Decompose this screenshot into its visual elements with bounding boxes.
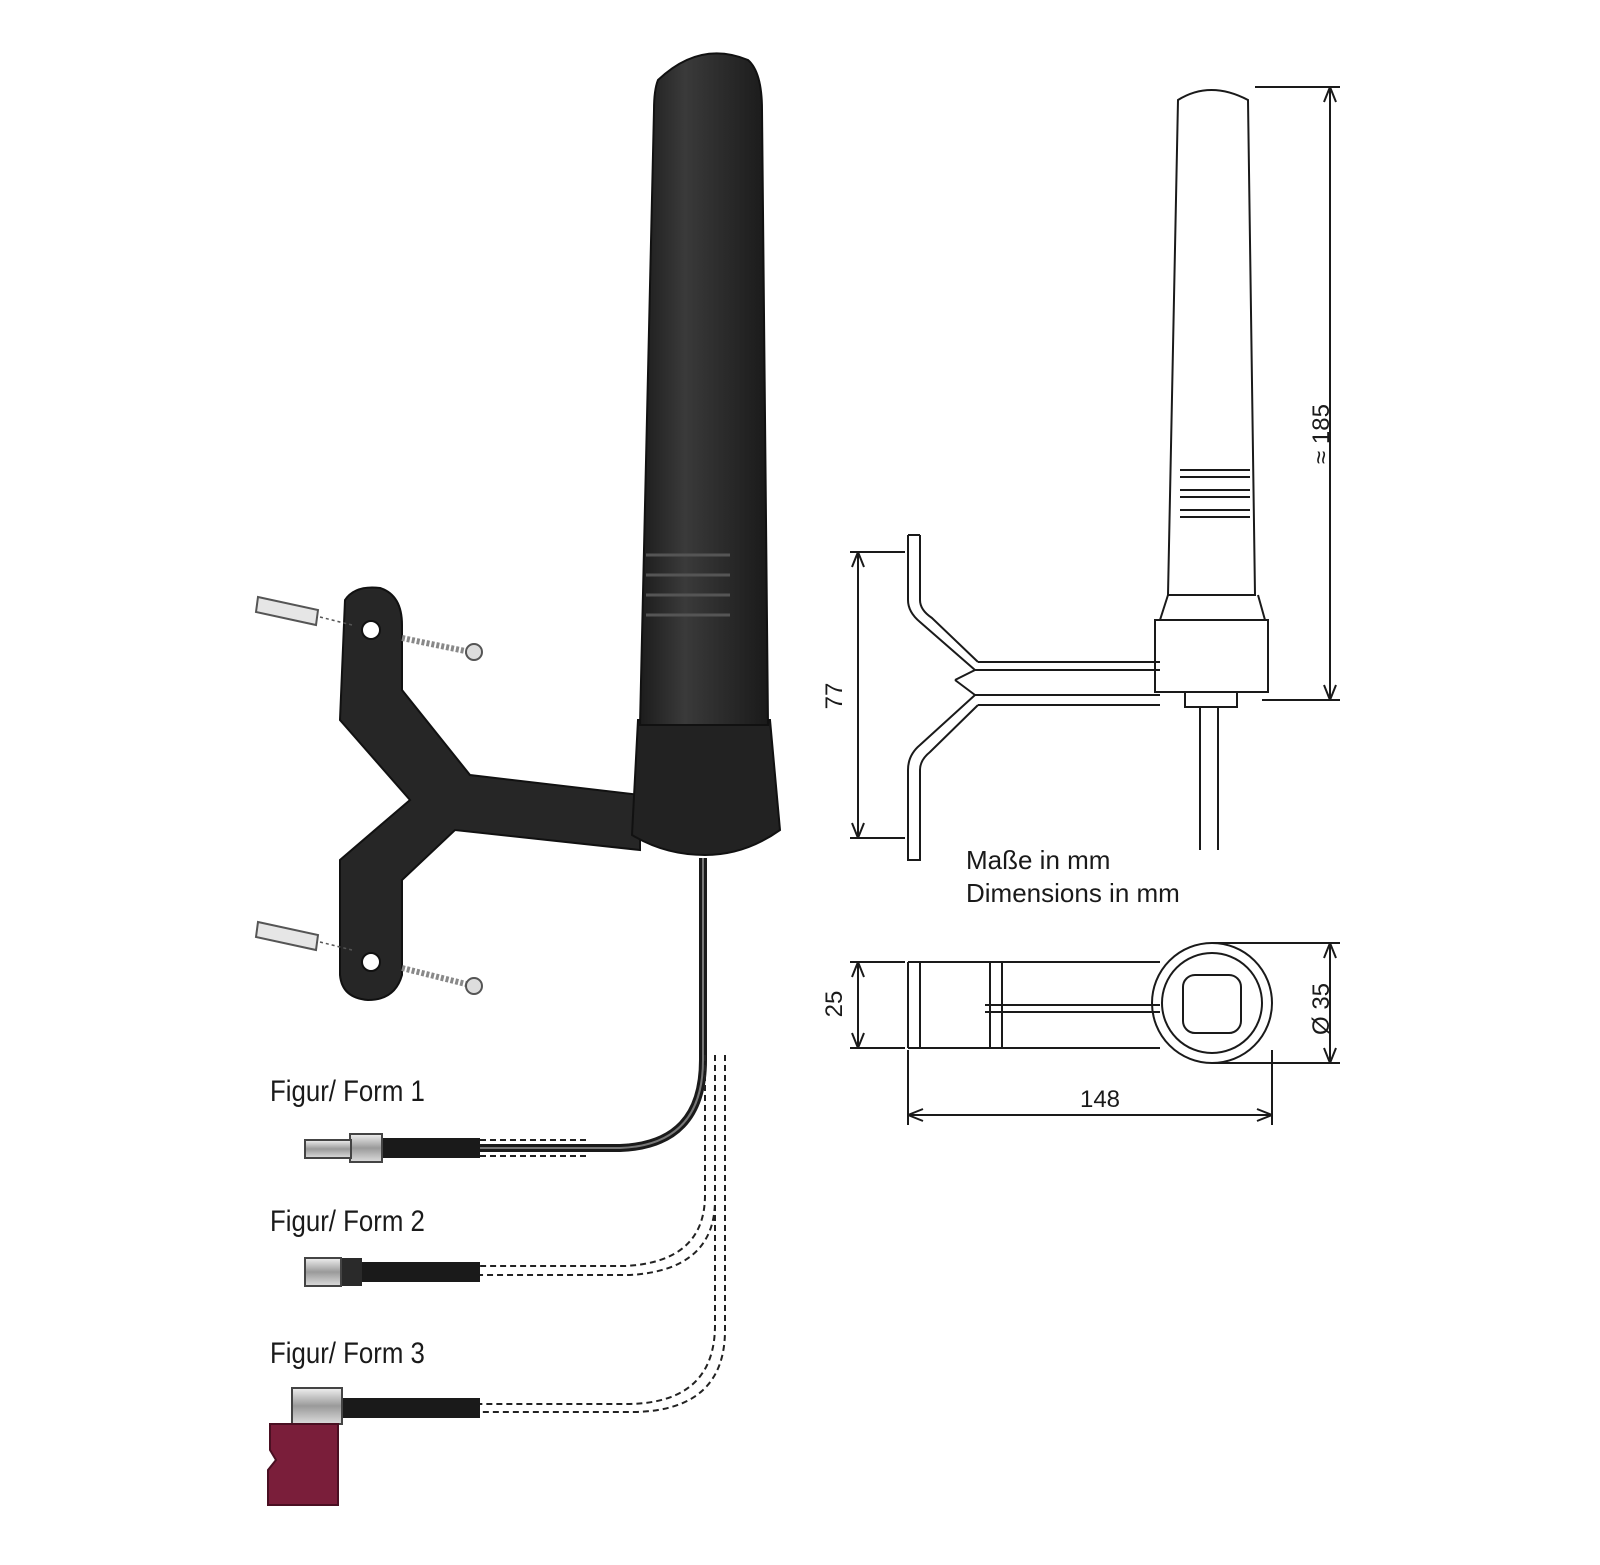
connector-form-1 xyxy=(304,1133,480,1163)
dim-diameter-label: Ø 35 xyxy=(1308,982,1335,1036)
antenna-radome xyxy=(638,52,770,726)
dim-bracket-height-label: 77 xyxy=(821,682,848,710)
antenna-illustration xyxy=(254,52,782,1506)
mounting-bracket xyxy=(338,586,641,1002)
side-view-drawing xyxy=(850,86,1340,861)
screw-top xyxy=(401,635,483,661)
cable-alternatives xyxy=(480,1055,726,1413)
dowel-top xyxy=(254,595,353,627)
top-view-drawing xyxy=(850,942,1340,1125)
form-3-label: Figur/ Form 3 xyxy=(270,1337,425,1370)
antenna-base xyxy=(630,719,782,857)
dim-length-label: 148 xyxy=(1079,1086,1121,1113)
dim-depth-label: 25 xyxy=(821,990,848,1018)
form-2-label: Figur/ Form 2 xyxy=(270,1205,425,1238)
bracket-hole-top xyxy=(361,620,381,640)
bracket-hole-bottom xyxy=(361,952,381,972)
units-note-en: Dimensions in mm xyxy=(966,878,1180,908)
form-1-label: Figur/ Form 1 xyxy=(270,1075,425,1108)
dowel-bottom xyxy=(254,920,353,952)
connector-form-2 xyxy=(304,1257,480,1287)
dim-height-label: ≈ 185 xyxy=(1308,404,1335,464)
screw-bottom xyxy=(401,965,483,995)
units-note-de: Maße in mm xyxy=(966,845,1111,875)
antenna-cable xyxy=(480,858,707,1152)
connector-form-3 xyxy=(267,1387,480,1506)
radome-grooves xyxy=(646,553,730,617)
